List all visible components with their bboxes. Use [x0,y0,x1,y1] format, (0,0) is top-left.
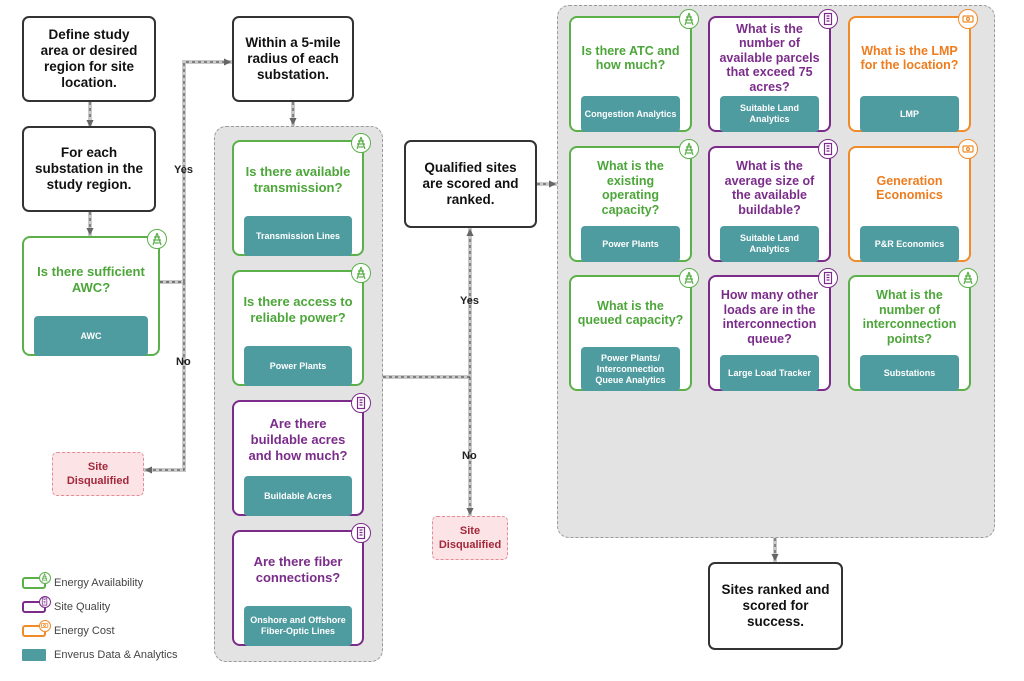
middle_cards-question: Are there fiber connections? [253,554,343,585]
qualified-sites-box: Qualified sites are scored and ranked. [404,140,537,228]
building-icon [818,9,838,29]
transmission-tower-icon [147,229,167,249]
middle_cards-card: Is there access to reliable power? Power … [232,263,371,386]
within-radius-box: Within a 5-mile radius of each substatio… [232,16,354,102]
middle_cards-question: Are there buildable acres and how much? [248,416,348,463]
yes-label: Yes [174,164,193,176]
right_cards-question: How many other loads are in the intercon… [720,288,819,346]
legend-swatch-quality [22,596,51,613]
legend-swatch-data [22,649,46,661]
right_cards-card: What is the number of interconnection po… [848,268,978,391]
middle_cards-tag: Transmission Lines [244,216,352,256]
no-label: No [176,356,191,368]
right_cards-tag: Suitable Land Analytics [720,96,819,132]
legend-label: Energy Cost [54,625,115,637]
transmission-tower-icon [679,139,699,159]
building-icon [351,393,371,413]
legend-item-energy: Energy Availability [22,572,144,591]
legend-item-quality: Site Quality [22,596,111,615]
right_cards-card: What is the average size of the availabl… [708,139,838,262]
money-icon [958,9,978,29]
legend-item-cost: Energy Cost [22,620,115,639]
transmission-tower-icon [39,572,51,584]
right_cards-question: What is the queued capacity? [577,298,684,328]
middle_cards-card: Are there buildable acres and how much? B… [232,393,371,516]
right_cards-card: What is the number of available parcels … [708,9,838,132]
right_cards-card: Is there ATC and how much? Congestion Ana… [569,9,699,132]
right_cards-question: Is there ATC and how much? [581,43,680,73]
money-icon [958,139,978,159]
legend-swatch-energy [22,572,51,589]
no-label: No [462,450,477,462]
define-study-area-box: Define study area or desired region for … [22,16,156,102]
middle_cards-question: Is there access to reliable power? [243,294,353,325]
building-icon [818,268,838,288]
middle_cards-question: Is there available transmission? [245,164,351,195]
yes-label: Yes [460,295,479,307]
right_cards-card: How many other loads are in the intercon… [708,268,838,391]
each-substation-box: For each substation in the study region. [22,126,156,212]
money-icon [39,620,51,632]
sites-ranked-box: Sites ranked and scored for success. [708,562,843,650]
legend-swatch-cost [22,620,51,637]
right_cards-tag: P&R Economics [860,226,959,262]
middle_cards-tag: Buildable Acres [244,476,352,516]
right_cards-tag: Power Plants/ Interconnection Queue Anal… [581,347,680,391]
building-icon [39,596,51,608]
awc-question: Is there sufficient AWC? [37,264,145,295]
right_cards-tag: Substations [860,355,959,391]
transmission-tower-icon [351,133,371,153]
transmission-tower-icon [958,268,978,288]
legend-label: Energy Availability [54,577,144,589]
middle_cards-card: Is there available transmission? Transmis… [232,133,371,256]
legend-label: Enverus Data & Analytics [54,649,178,661]
middle_cards-tag: Onshore and Offshore Fiber-Optic Lines [244,606,352,646]
right_cards-tag: Congestion Analytics [581,96,680,132]
middle_cards-card: Are there fiber connections? Onshore and … [232,523,371,646]
right_cards-question: What is the existing operating capacity? [597,159,664,217]
right_cards-card: What is the LMP for the location? LMP [848,9,978,132]
right_cards-card: What is the existing operating capacity?… [569,139,699,262]
right_cards-question: What is the LMP for the location? [860,43,959,73]
awc-tag: AWC [34,316,148,356]
right_cards-card: What is the queued capacity? Power Plants… [569,268,699,391]
legend-item-data: Enverus Data & Analytics [22,647,178,663]
awc-card: Is there sufficient AWC? AWC [22,229,167,356]
building-icon [818,139,838,159]
building-icon [351,523,371,543]
transmission-tower-icon [679,9,699,29]
right_cards-tag: LMP [860,96,959,132]
right_cards-question: What is the number of interconnection po… [862,288,957,346]
right_cards-question: What is the number of available parcels … [719,21,820,94]
right_cards-question: Generation Economics [876,173,943,203]
site-disqualified-box: Site Disqualified [432,516,508,560]
right_cards-tag: Power Plants [581,226,680,262]
transmission-tower-icon [351,263,371,283]
legend-label: Site Quality [54,601,111,613]
right_cards-tag: Suitable Land Analytics [720,226,819,262]
right_cards-question: What is the average size of the availabl… [724,159,815,217]
transmission-tower-icon [679,268,699,288]
site-disqualified-box: Site Disqualified [52,452,144,496]
right_cards-tag: Large Load Tracker [720,355,819,391]
middle_cards-tag: Power Plants [244,346,352,386]
